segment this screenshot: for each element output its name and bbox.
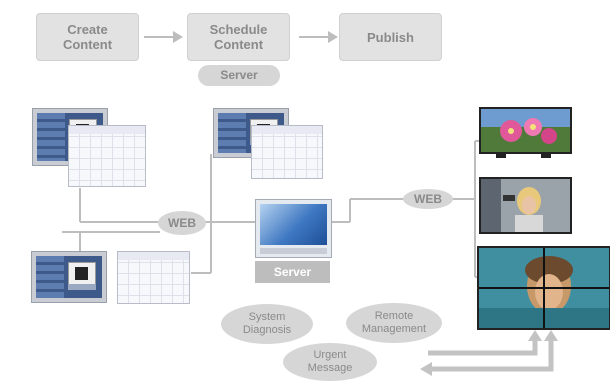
display-flowers-stand-left (496, 154, 506, 158)
woman-image (481, 179, 570, 232)
schedule-window-bottom (117, 251, 190, 304)
publish-step: Publish (339, 13, 442, 61)
display-flowers (479, 107, 572, 154)
display-woman-hairdryer (479, 177, 572, 234)
schedule-window-top-left (68, 125, 146, 187)
schedule-window-top-right (251, 125, 323, 179)
web-pill-left: WEB (158, 211, 206, 235)
server-label: Server (255, 261, 330, 283)
system-diagnosis-ellipse: System Diagnosis (221, 304, 313, 344)
remote-management-ellipse: Remote Management (346, 303, 442, 343)
create-content-step: Create Content (36, 13, 139, 61)
schedule-content-step: Schedule Content (187, 13, 290, 61)
display-video-wall (477, 246, 610, 330)
server-device (255, 199, 332, 258)
workstation-monitor-bottom-left (31, 251, 107, 303)
urgent-message-ellipse: Urgent Message (283, 343, 377, 381)
flower-image (481, 109, 570, 152)
web-pill-right: WEB (403, 189, 453, 209)
display-flowers-stand-right (541, 154, 551, 158)
video-wall-image (479, 248, 609, 328)
server-pill: Server (198, 65, 280, 86)
